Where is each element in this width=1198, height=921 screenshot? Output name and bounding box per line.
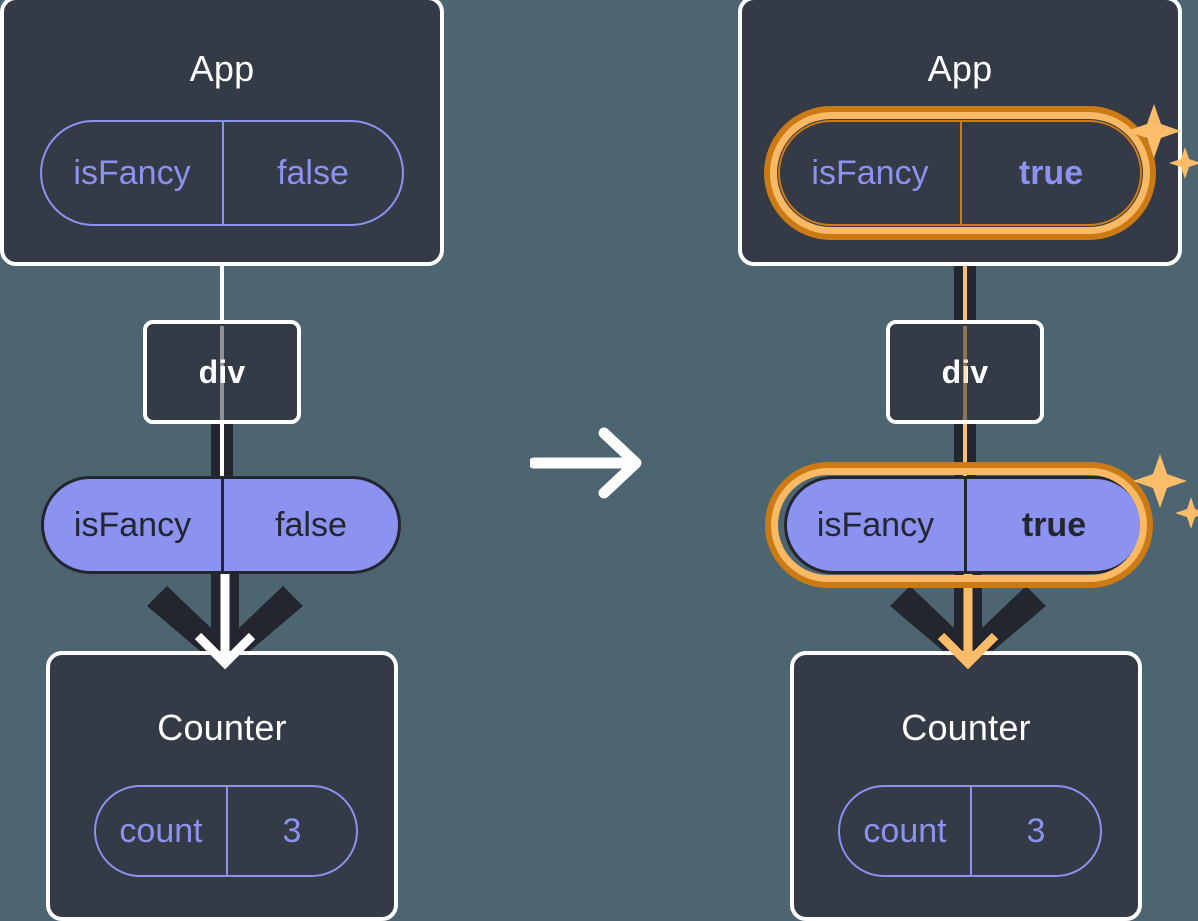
panel-after: App isFancy true div isFancy true [738,0,1198,921]
card-counter-before[interactable]: Counter count 3 [46,651,398,921]
card-title-div-after: div [941,354,989,390]
pill-app-isfancy-name-after: isFancy [811,153,929,192]
edge-through-div-before [220,326,224,420]
sparkle-icon-app-after [1127,104,1198,179]
pill-app-isfancy-value-before: false [222,122,402,224]
card-title-div-before: div [198,354,246,390]
arrow-state-to-counter-white-before [194,572,256,670]
pill-counter-count-value-before: 3 [226,787,356,875]
panel-before: App isFancy false div isFancy false Coun… [0,0,460,921]
pill-counter-count-name-before: count [119,811,203,850]
edge-app-to-div-after [963,218,967,324]
edge-app-to-div-before [220,262,224,324]
pill-app-isfancy-name-before: isFancy [73,153,191,192]
card-title-app-before: App [189,48,255,89]
card-counter-after[interactable]: Counter count 3 [790,651,1142,921]
pill-state-isfancy-name-after: isFancy [816,505,935,544]
card-title-counter-before: Counter [157,707,287,748]
card-div-after[interactable]: div [886,320,1044,424]
card-div-before[interactable]: div [143,320,301,424]
pill-counter-count-name-after: count [863,811,947,850]
edge-div-to-state-before [220,420,224,482]
pill-app-isfancy-after[interactable]: isFancy true [778,120,1142,226]
arrow-right-icon [530,427,642,499]
pill-counter-count-before[interactable]: count 3 [94,785,358,877]
pill-counter-count-after[interactable]: count 3 [838,785,1102,877]
card-title-app-after: App [927,48,993,89]
edge-div-to-state-after [963,420,967,482]
pill-state-isfancy-name-before: isFancy [73,505,192,544]
pill-state-isfancy-value-after: true [964,479,1141,571]
pill-app-isfancy-value-after: true [960,122,1140,224]
pill-state-isfancy-before[interactable]: isFancy false [41,476,401,574]
arrow-state-to-counter-amber-after [937,572,999,670]
edge-through-div-after [963,326,967,420]
pill-state-isfancy-value-before: false [221,479,398,571]
pill-state-isfancy-after[interactable]: isFancy true [784,476,1144,574]
sparkle-icon-state-after [1133,454,1198,529]
card-title-counter-after: Counter [901,707,1031,748]
pill-app-isfancy-before[interactable]: isFancy false [40,120,404,226]
pill-counter-count-value-after: 3 [970,787,1100,875]
